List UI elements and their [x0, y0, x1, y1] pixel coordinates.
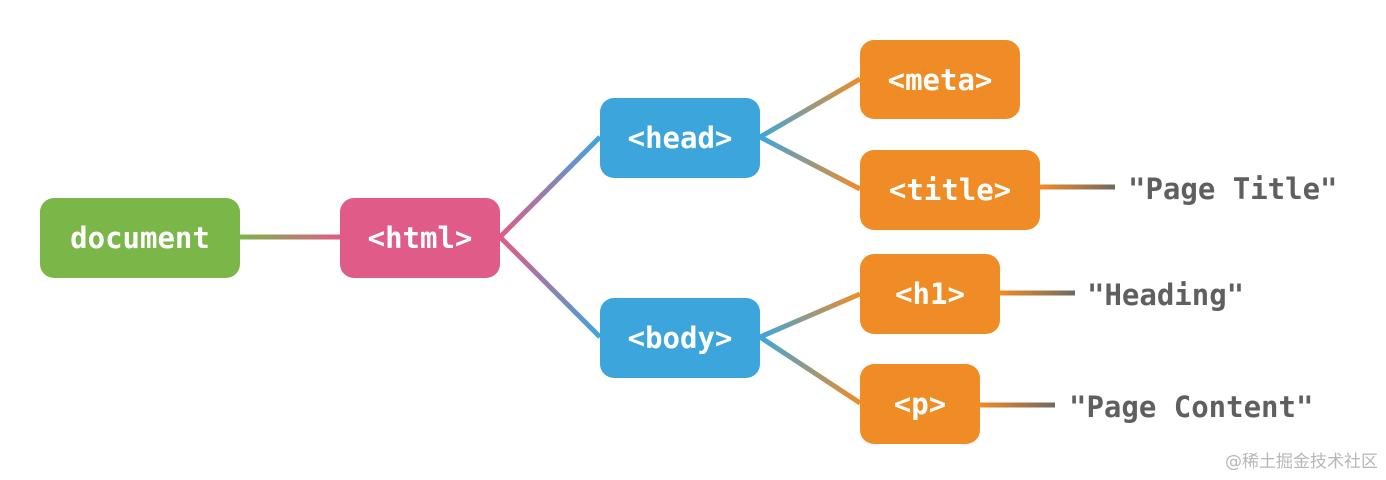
text-node-page-title: "Page Title" [1128, 172, 1338, 206]
edge-html-head [498, 135, 602, 239]
node-title: <title> [860, 150, 1040, 230]
node-body: <body> [600, 298, 760, 378]
edge-html-body [498, 235, 602, 339]
node-h1: <h1> [860, 254, 1000, 334]
text-node-heading: "Heading" [1087, 278, 1245, 312]
edge-body-p [758, 334, 862, 406]
node-p: <p> [860, 364, 980, 444]
edge-head-meta [758, 76, 862, 140]
node-head: <head> [600, 98, 760, 178]
node-html: <html> [340, 198, 500, 278]
node-document: document [40, 198, 240, 278]
edge-head-title [758, 134, 862, 192]
text-node-page-content: "Page Content" [1069, 390, 1314, 424]
node-meta: <meta> [860, 40, 1020, 119]
watermark: @稀土掘金技术社区 [1225, 452, 1378, 472]
edge-body-h1 [759, 291, 861, 340]
